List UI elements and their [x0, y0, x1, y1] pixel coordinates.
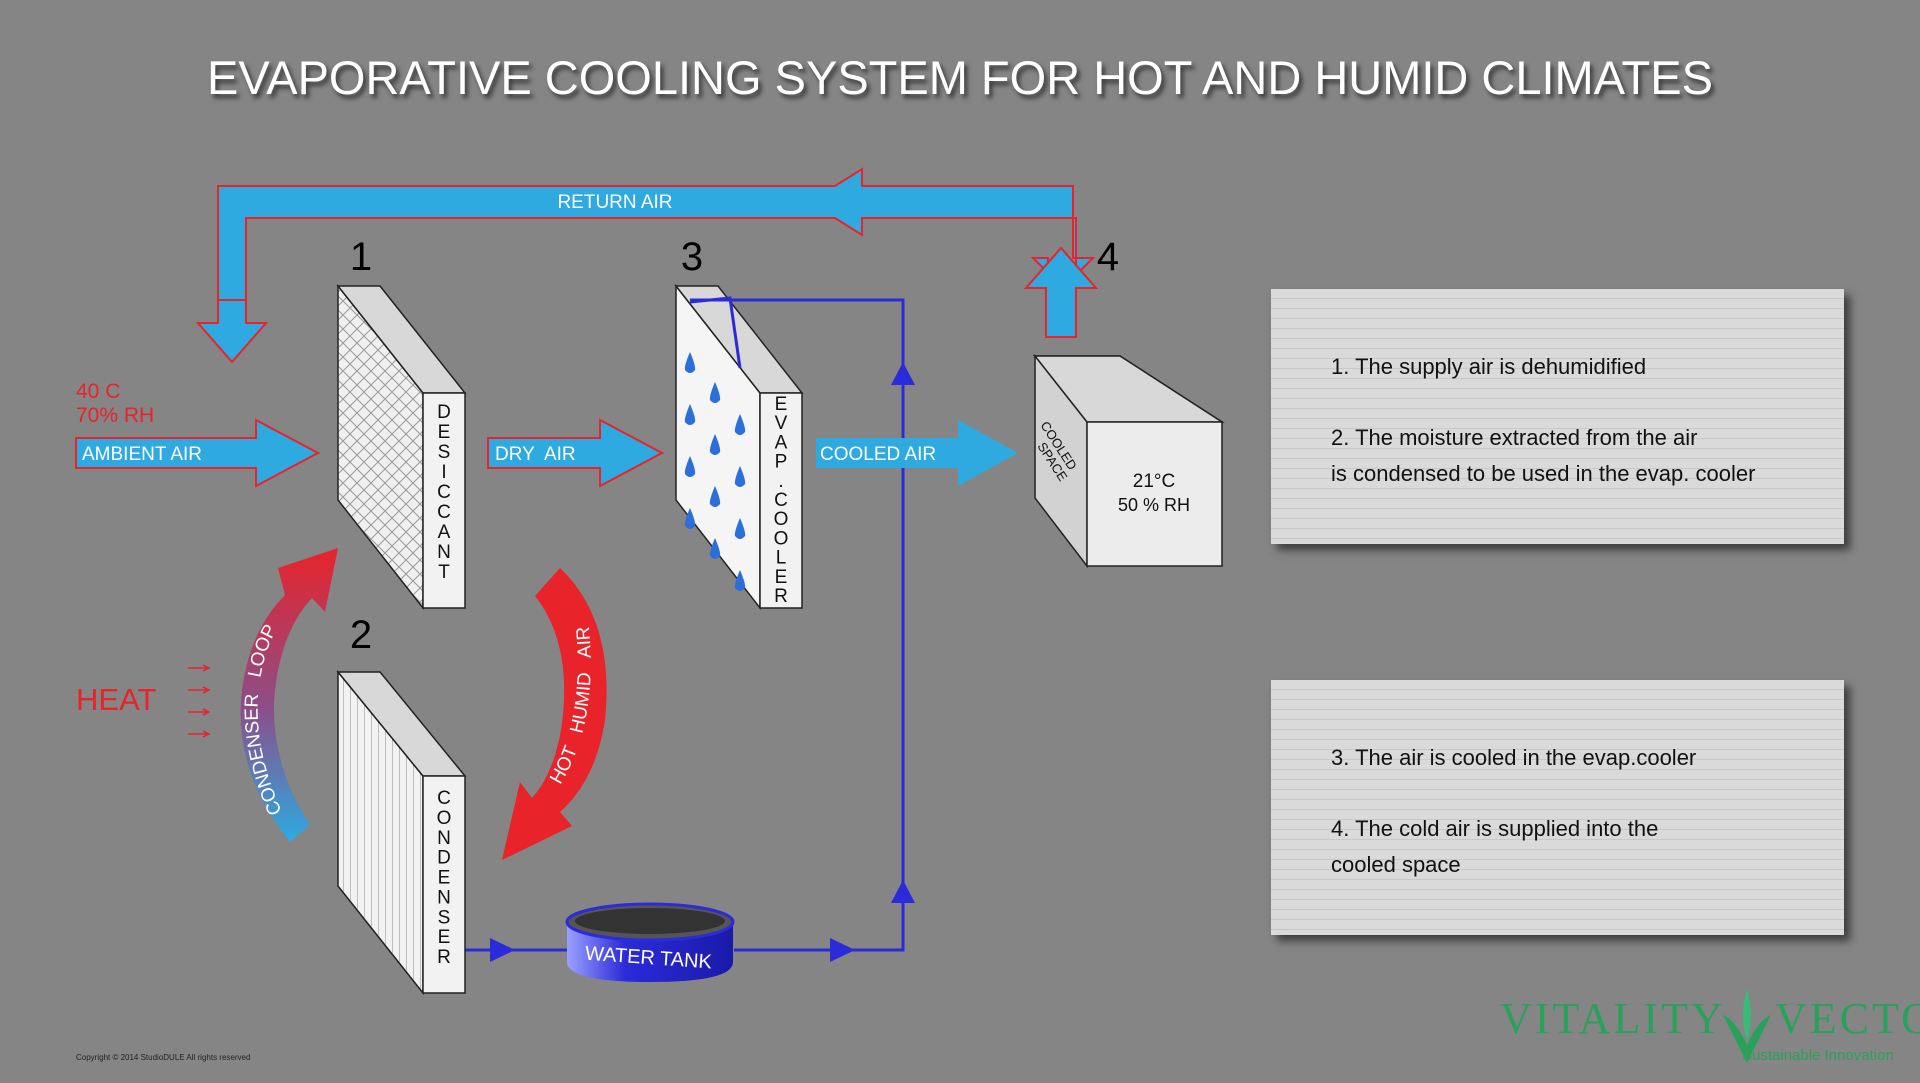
step-number-1: 1	[350, 235, 372, 279]
vitality-vector-logo: VITALITY VECTOR Sustainable Innovation	[1495, 985, 1920, 1065]
note-line: is condensed to be used in the evap. coo…	[1331, 461, 1756, 486]
component-label-letter: .	[778, 471, 783, 492]
water-droplet-icon	[684, 352, 696, 373]
step-number-2: 2	[350, 613, 372, 657]
heat-arrow-icon	[188, 730, 211, 738]
note-line: 1. The supply air is dehumidified	[1331, 354, 1647, 379]
return-air-down-arrow	[195, 299, 269, 364]
component-label-letter: C	[437, 788, 451, 809]
component-label-letter: C	[774, 490, 788, 511]
ambient-air-label: AMBIENT AIR	[82, 444, 202, 465]
condenser-panel	[336, 669, 467, 996]
component-label-letter: E	[438, 868, 451, 889]
component-label-letter: C	[437, 482, 451, 503]
water-droplet-icon	[734, 466, 746, 487]
ambient-rh: 70% RH	[76, 404, 154, 427]
component-label-letter: O	[774, 528, 789, 549]
note-line: 2. The moisture extracted from the air	[1331, 425, 1698, 450]
component-label-letter: S	[438, 442, 451, 463]
logo-tagline: Sustainable Innovation	[1742, 1047, 1894, 1064]
component-label-letter: A	[438, 522, 451, 543]
return-air-label: RETURN AIR	[557, 192, 672, 213]
component-label-letter: L	[776, 548, 787, 569]
component-label-letter: E	[775, 394, 788, 415]
condenser-label: CONDENSER	[437, 788, 452, 968]
page-title: EVAPORATIVE COOLING SYSTEM FOR HOT AND H…	[207, 51, 1713, 104]
note-line: cooled space	[1331, 852, 1461, 877]
component-label-letter: S	[438, 907, 451, 928]
component-label-letter: N	[437, 887, 451, 908]
component-label-letter: R	[774, 586, 788, 607]
heat-arrow-icon	[188, 664, 211, 672]
component-label-letter: R	[437, 947, 451, 968]
desiccant-panel	[336, 283, 467, 611]
cooled-space-rh: 50 % RH	[1118, 495, 1190, 515]
water-droplet-icon	[734, 570, 746, 591]
component-label-letter: N	[437, 828, 451, 849]
water-droplet-icon	[684, 404, 696, 425]
water-tank	[565, 902, 735, 982]
note-box-steps-1-2: 1. The supply air is dehumidified 2. The…	[1271, 289, 1844, 544]
step-number-3: 3	[681, 235, 703, 279]
copyright-text: Copyright © 2014 StudioDULE All rights r…	[76, 1053, 251, 1062]
component-label-letter: O	[774, 509, 789, 530]
water-droplet-icon	[734, 518, 746, 539]
water-droplet-icon	[709, 382, 721, 403]
component-label-letter: D	[437, 848, 451, 869]
leaf-icon	[1723, 989, 1771, 1063]
component-label-letter: A	[775, 432, 788, 453]
component-label-letter: E	[775, 567, 788, 588]
water-droplet-icon	[684, 508, 696, 529]
water-droplet-icon	[709, 486, 721, 507]
cooled-space-temp: 21°C	[1133, 471, 1175, 492]
logo-word-vector: VECTOR	[1775, 994, 1920, 1043]
ambient-temp: 40 C	[76, 380, 120, 403]
component-label-letter: D	[437, 402, 451, 423]
dry-air-label: DRY AIR	[495, 444, 576, 465]
cooled-space-cube	[1032, 353, 1225, 569]
logo-word-vitality: VITALITY	[1500, 994, 1726, 1043]
heat-arrow-icon	[188, 686, 211, 694]
hot-humid-air-arrow	[502, 568, 607, 860]
note-line: 3. The air is cooled in the evap.cooler	[1331, 745, 1697, 770]
cooled-air-label: COOLED AIR	[820, 444, 936, 465]
cooled-air-arrow	[816, 420, 1018, 486]
condenser-loop-arrow	[240, 548, 338, 842]
dry-air-arrow	[487, 418, 665, 488]
component-label-letter: E	[438, 927, 451, 948]
water-droplet-icon	[709, 434, 721, 455]
step-number-4: 4	[1097, 235, 1119, 279]
component-label-letter: O	[437, 808, 452, 829]
heat-arrow-icon	[188, 708, 211, 716]
component-label-letter: V	[775, 413, 788, 434]
component-label-letter: N	[437, 542, 451, 563]
heat-label: HEAT	[76, 682, 156, 717]
component-label-letter: E	[438, 422, 451, 443]
water-pipe	[465, 296, 915, 962]
ambient-air-arrow	[75, 418, 321, 488]
component-label-letter: C	[437, 502, 451, 523]
note-box-steps-3-4: 3. The air is cooled in the evap.cooler …	[1271, 680, 1844, 935]
heat-arrows	[188, 664, 211, 738]
component-label-letter: T	[438, 562, 450, 583]
water-droplet-icon	[709, 538, 721, 559]
return-air-up-arrow	[1023, 246, 1099, 338]
water-droplet-icon	[684, 456, 696, 477]
water-droplet-icon	[734, 414, 746, 435]
component-label-letter: P	[775, 452, 788, 473]
note-line: 4. The cold air is supplied into the	[1331, 816, 1659, 841]
component-label-letter: I	[441, 462, 446, 483]
water-droplets	[684, 352, 746, 591]
